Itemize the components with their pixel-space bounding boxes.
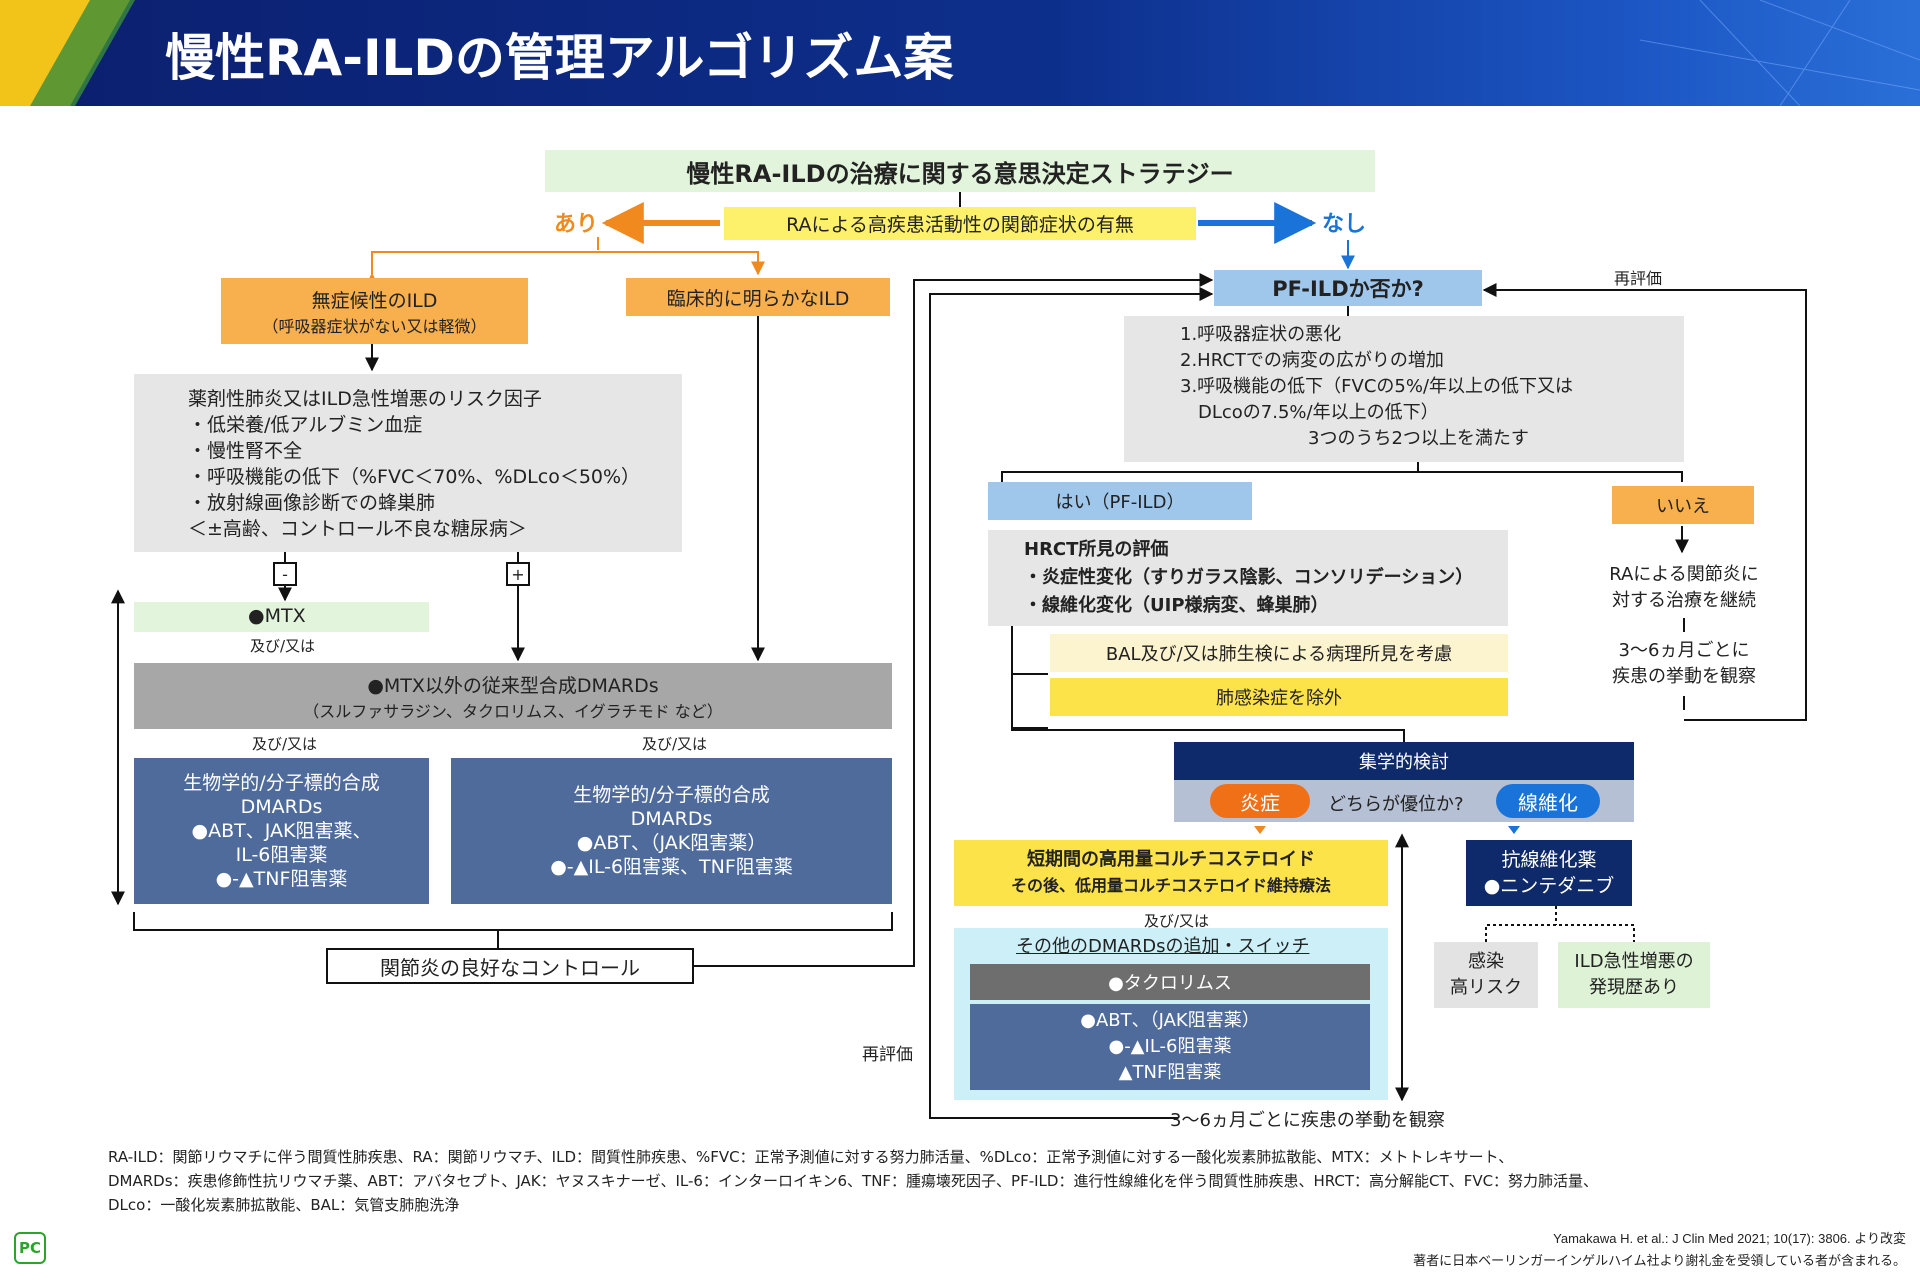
which-dominant-label: どちらが優位か? — [1328, 794, 1464, 815]
bio-line: ●ABT、（JAK阻害薬） — [576, 832, 767, 854]
fibrosis-pill: 線維化 — [1496, 784, 1600, 818]
disclosure: 著者に日本ベーリンガーインゲルハイム社より謝礼金を受領している者が含まれる。 — [1413, 1254, 1906, 1269]
risk-factor-box: 薬剤性肺炎又はILD急性増悪のリスク因子 ・低栄養/低アルブミン血症 ・慢性腎不… — [134, 374, 682, 552]
question-box: RAによる高疾患活動性の関節症状の有無 — [724, 207, 1196, 240]
page-title: 慢性RA-ILDの管理アルゴリズム案 — [165, 29, 954, 87]
observe-line: 疾患の挙動を観察 — [1612, 666, 1756, 687]
antifibrotic-line: 抗線維化薬 — [1501, 849, 1597, 871]
plus-box: + — [506, 562, 530, 586]
yes-label: あり — [554, 212, 599, 237]
footnote-line: RA-ILD：関節リウマチに伴う間質性肺疾患、RA：関節リウマチ、ILD：間質性… — [108, 1148, 1514, 1166]
bio-line: ▲TNF阻害薬 — [1118, 1062, 1222, 1083]
criteria-item: 1.呼吸器症状の悪化 — [1180, 324, 1342, 345]
bio-line: ●-▲TNF阻害薬 — [215, 868, 348, 890]
continue-line: RAによる関節炎に — [1609, 564, 1759, 585]
biologic-dmards-box-1: 生物学的/分子標的合成 DMARDs ●ABT、JAK阻害薬、 IL-6阻害薬 … — [134, 758, 429, 904]
and-or-label: 及び/又は — [252, 735, 318, 753]
hrct-evaluation-box: HRCT所見の評価 ・炎症性変化（すりガラス陰影、コンソリデーション） ・線維化… — [988, 530, 1508, 626]
risk-item: ・慢性腎不全 — [188, 440, 303, 462]
observe-3-6-months-bottom: 3〜6ヵ月ごとに疾患の挙動を観察 — [1170, 1110, 1445, 1131]
header-decoration — [0, 0, 1920, 106]
criteria-footer: 3つのうち2つ以上を満たす — [1308, 428, 1529, 449]
arthritis-control-box: 関節炎の良好なコントロール — [326, 948, 694, 984]
no-label: なし — [1322, 212, 1367, 237]
steroid-line: 短期間の高用量コルチコステロイド — [1027, 849, 1315, 870]
biologic-dmards-box-3: ●ABT、（JAK阻害薬） ●-▲IL-6阻害薬 ▲TNF阻害薬 — [970, 1004, 1370, 1090]
bio-line: ●-▲IL-6阻害薬 — [1108, 1036, 1232, 1057]
no-box: いいえ — [1612, 486, 1754, 524]
csdmards-title: ●MTX以外の従来型合成DMARDs — [367, 674, 659, 697]
risk-item: ・呼吸機能の低下（%FVC＜70%、%DLco＜50%） — [188, 466, 641, 488]
criteria-item: 3.呼吸機能の低下（FVCの5%/年以上の低下又は — [1180, 376, 1574, 397]
asymptomatic-title: 無症候性のILD — [311, 289, 438, 312]
strategy-box: 慢性RA-ILDの治療に関する意思決定ストラテジー — [545, 150, 1375, 192]
antifibrotic-line: ●ニンテダニブ — [1483, 875, 1615, 897]
csdmards-subtitle: （スルファサラジン、タクロリムス、イグラチモド など） — [303, 701, 723, 721]
header-bar: 慢性RA-ILDの管理アルゴリズム案 — [0, 0, 1920, 106]
company-logo: PC — [14, 1232, 46, 1264]
risk-item: ・低栄養/低アルブミン血症 — [188, 414, 423, 436]
csdmards-box: ●MTX以外の従来型合成DMARDs （スルファサラジン、タクロリムス、イグラチ… — [134, 663, 892, 729]
bio-line: ●ABT、JAK阻害薬、 — [191, 820, 372, 842]
other-dmards-title: その他のDMARDsの追加・スイッチ — [1016, 936, 1310, 957]
risk-item: ・放射線画像診断での蜂巣肺 — [188, 492, 436, 514]
observe-3-6-months-right: 3〜6ヵ月ごとに 疾患の挙動を観察 — [1586, 632, 1782, 696]
multidisciplinary-discussion-box: 集学的検討 — [1174, 742, 1634, 780]
footnote-line: DMARDs：疾患修飾性抗リウマチ薬、ABT：アバタセプト、JAK：ヤヌスキナー… — [108, 1172, 1599, 1190]
other-dmards-panel: その他のDMARDsの追加・スイッチ ●タクロリムス ●ABT、（JAK阻害薬）… — [954, 928, 1388, 1100]
hrct-line: ・炎症性変化（すりガラス陰影、コンソリデーション） — [1024, 567, 1474, 588]
and-or-label: 及び/又は — [1144, 912, 1210, 930]
corticosteroid-box: 短期間の高用量コルチコステロイド その後、低用量コルチコステロイド維持療法 — [954, 840, 1388, 906]
ae-line: ILD急性増悪の — [1574, 951, 1694, 972]
continue-ra-treatment: RAによる関節炎に 対する治療を継続 — [1586, 558, 1782, 618]
risk-title: 薬剤性肺炎又はILD急性増悪のリスク因子 — [188, 388, 542, 410]
bio-line: ●ABT、（JAK阻害薬） — [1080, 1010, 1260, 1031]
infection-risk-line: 感染 — [1468, 951, 1504, 972]
pf-ild-question-box: PF-ILDか否か? — [1214, 270, 1482, 306]
tacrolimus-box: ●タクロリムス — [970, 964, 1370, 1000]
observe-line: 3〜6ヵ月ごとに — [1618, 640, 1750, 661]
infection-risk-line: 高リスク — [1450, 977, 1522, 998]
exclude-infection-box: 肺感染症を除外 — [1050, 678, 1508, 716]
dominance-bar: 炎症 どちらが優位か? 線維化 — [1174, 780, 1634, 822]
infection-risk-box: 感染 高リスク — [1434, 942, 1538, 1008]
risk-item: ＜±高齢、コントロール不良な糖尿病＞ — [188, 518, 527, 540]
bio-line: DMARDs — [240, 796, 323, 818]
and-or-label: 及び/又は — [250, 637, 316, 655]
acute-exacerbation-history-box: ILD急性増悪の 発現歴あり — [1558, 942, 1710, 1008]
bio-line: 生物学的/分子標的合成 — [183, 772, 380, 794]
mtx-box: ●MTX — [134, 602, 429, 632]
clinical-ild-box: 臨床的に明らかなILD — [626, 278, 890, 316]
and-or-label: 及び/又は — [642, 735, 708, 753]
inflammation-pill: 炎症 — [1210, 784, 1310, 818]
bio-line: ●-▲IL-6阻害薬、TNF阻害薬 — [550, 856, 793, 878]
asymptomatic-subtitle: （呼吸器症状がない又は軽微） — [262, 316, 487, 336]
hrct-line: ・線維化変化（UIP様病変、蜂巣肺） — [1024, 595, 1329, 616]
continue-line: 対する治療を継続 — [1612, 590, 1756, 611]
bal-biopsy-box: BAL及び/又は肺生検による病理所見を考慮 — [1050, 634, 1508, 672]
asymptomatic-ild-box: 無症候性のILD （呼吸器症状がない又は軽微） — [221, 278, 528, 344]
footnote-line: DLco：一酸化炭素肺拡散能、BAL：気管支肺胞洗浄 — [108, 1196, 460, 1214]
bio-line: DMARDs — [630, 808, 713, 830]
reevaluate-label-top: 再評価 — [1614, 269, 1663, 288]
citation: Yamakawa H. et al.: J Clin Med 2021; 10(… — [1553, 1231, 1906, 1246]
bio-line: 生物学的/分子標的合成 — [573, 784, 770, 806]
steroid-line: その後、低用量コルチコステロイド維持療法 — [1010, 876, 1331, 895]
antifibrotic-box: 抗線維化薬 ●ニンテダニブ — [1466, 840, 1632, 906]
biologic-dmards-box-2: 生物学的/分子標的合成 DMARDs ●ABT、（JAK阻害薬） ●-▲IL-6… — [451, 758, 892, 904]
bio-line: IL-6阻害薬 — [235, 844, 328, 866]
hrct-line: HRCT所見の評価 — [1024, 539, 1169, 560]
yes-pf-ild-box: はい（PF-ILD） — [988, 482, 1252, 520]
minus-box: - — [273, 562, 297, 586]
criteria-item: DLcoの7.5%/年以上の低下） — [1180, 402, 1439, 423]
pf-ild-criteria-box: 1.呼吸器症状の悪化 2.HRCTでの病変の広がりの増加 3.呼吸機能の低下（F… — [1124, 316, 1684, 462]
criteria-item: 2.HRCTでの病変の広がりの増加 — [1180, 350, 1444, 371]
reevaluate-label-bottom: 再評価 — [862, 1045, 913, 1065]
ae-line: 発現歴あり — [1589, 977, 1679, 998]
